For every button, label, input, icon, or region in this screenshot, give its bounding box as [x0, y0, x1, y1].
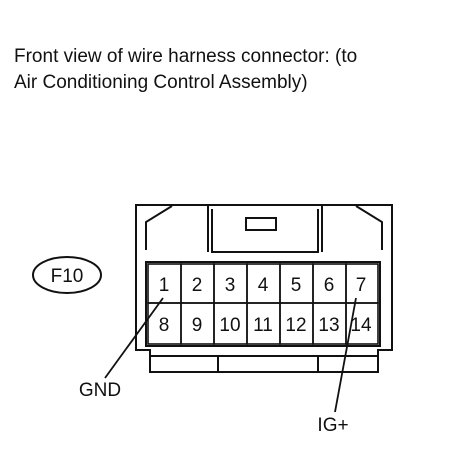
- housing-bottom-detail: [150, 355, 378, 372]
- connector-id-badge: F10: [32, 256, 102, 294]
- leader-lines: [104, 297, 357, 413]
- pin-number: 6: [324, 275, 335, 296]
- ig-label: IG+: [317, 415, 348, 436]
- pin-number: 9: [192, 315, 203, 336]
- pin-numbers: 1 2 3 4 5 6 7 8 9 10 11 12 13 14: [159, 275, 372, 336]
- pin-number: 12: [285, 315, 306, 336]
- pin-number: 10: [219, 315, 240, 336]
- title-line-2: Air Conditioning Control Assembly): [14, 72, 308, 93]
- pin-number: 2: [192, 275, 203, 296]
- pin-number: 14: [350, 315, 372, 336]
- connector-id-oval: [32, 256, 102, 294]
- housing-outer-shell: [135, 204, 393, 373]
- pin-number: 11: [253, 315, 273, 336]
- locking-latch-tab: [245, 217, 277, 231]
- pin-number: 7: [356, 275, 367, 296]
- title-line-1: Front view of wire harness connector: (t…: [14, 46, 358, 67]
- pin-number: 5: [291, 275, 302, 296]
- connector-id-label: F10: [51, 266, 84, 287]
- pin-number: 13: [318, 315, 339, 336]
- gnd-leader-line: [104, 297, 164, 379]
- locking-latch: [207, 205, 323, 253]
- pin-cell-14: [345, 302, 379, 345]
- pin-number: 8: [159, 315, 170, 336]
- pin-number: 4: [258, 275, 269, 296]
- pin-number: 1: [159, 275, 170, 296]
- pin-number: 3: [225, 275, 236, 296]
- housing-inner-shoulder: [145, 205, 383, 250]
- ig-leader-line: [334, 297, 357, 413]
- gnd-label: GND: [79, 380, 121, 401]
- diagram-title: Front view of wire harness connector: (t…: [14, 44, 464, 96]
- pin-grid: [147, 263, 379, 345]
- pin-grid-frame: [145, 261, 381, 347]
- connector-housing: [135, 204, 393, 373]
